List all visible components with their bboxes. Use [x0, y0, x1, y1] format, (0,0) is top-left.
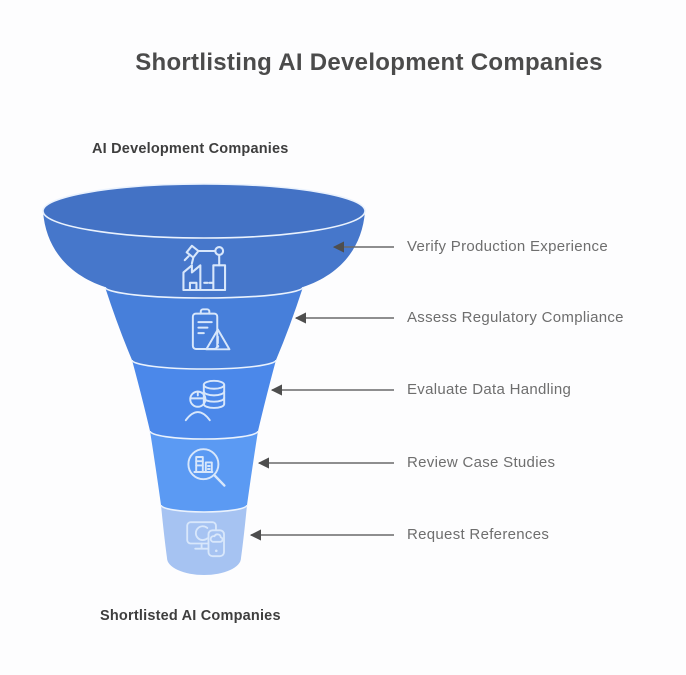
- factory-robot-arm-icon: [182, 244, 227, 292]
- stage-label-request-references: Request References: [407, 526, 550, 543]
- funnel-rim: [42, 183, 366, 239]
- divider-arc-4: [160, 504, 248, 513]
- divider-arc-2: [131, 359, 277, 370]
- funnel-bottom-label: Shortlisted AI Companies: [100, 608, 281, 624]
- funnel-top-label: AI Development Companies: [92, 141, 289, 157]
- stage-label-assess-regulatory-compliance: Assess Regulatory Compliance: [407, 309, 624, 326]
- monitor-phone-icon: [186, 521, 225, 558]
- divider-arc-1: [104, 286, 304, 299]
- stage-label-review-case-studies: Review Case Studies: [407, 454, 556, 471]
- clipboard-warning-icon: [191, 308, 231, 351]
- divider-arc-3: [149, 430, 259, 440]
- funnel-segment-1: [43, 211, 365, 298]
- magnifier-building-icon: [187, 448, 226, 487]
- page-title: Shortlisting AI Development Companies: [135, 49, 603, 76]
- stage-label-verify-production-experience: Verify Production Experience: [407, 238, 609, 255]
- person-database-icon: [184, 379, 226, 422]
- stage-label-evaluate-data-handling: Evaluate Data Handling: [407, 381, 572, 398]
